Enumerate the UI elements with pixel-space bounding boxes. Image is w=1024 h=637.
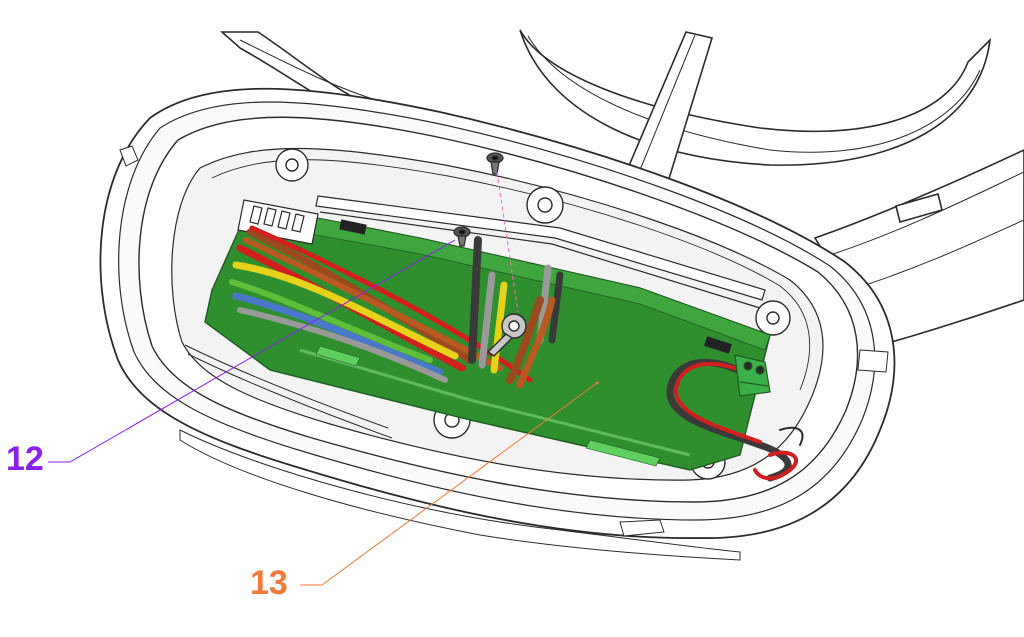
callout-label-12: 12 [6,440,44,478]
rear-rail [315,195,766,309]
leader-dot-13 [595,381,599,385]
ring-terminal-icon [486,313,527,357]
wire-bundle [229,225,804,482]
callout-label-13: 13 [250,564,288,602]
device-frame [219,29,1024,346]
screw-icon [453,152,504,247]
leader-line-13 [300,382,598,586]
leader-line-12 [48,239,456,463]
terminal-block-icon [734,354,771,397]
assembly-guide-line [496,171,519,313]
